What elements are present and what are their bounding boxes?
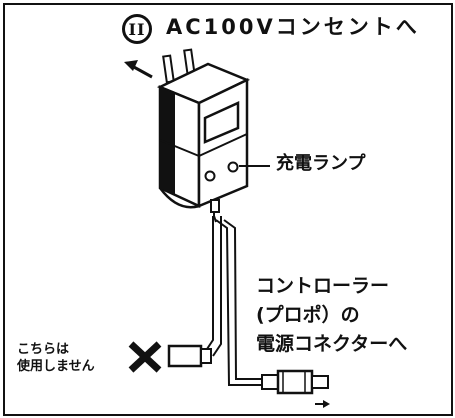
not-used-x-icon [128,341,162,373]
controller-label-line-3: 電源コネクターへ [256,333,408,355]
ac-adapter [156,62,251,209]
controller-connector [261,369,329,395]
charge-lamp-icon [204,161,239,182]
controller-label-line-2: (プロポ）の [256,304,360,326]
step-number-badge: II [122,14,152,44]
charge-lamp-label: 充電ランプ [276,153,366,174]
controller-direction-arrow [315,400,330,408]
ac-outlet-label: AC100Vコンセントへ [166,15,420,39]
unused-label-line-1: こちらは [17,342,70,357]
power-cord [204,199,262,386]
controller-label-line-1: コントローラー [256,275,390,297]
unused-label-line-2: 使用しません [17,359,95,374]
unused-connector [167,344,212,368]
outlet-direction-arrow [124,60,153,79]
